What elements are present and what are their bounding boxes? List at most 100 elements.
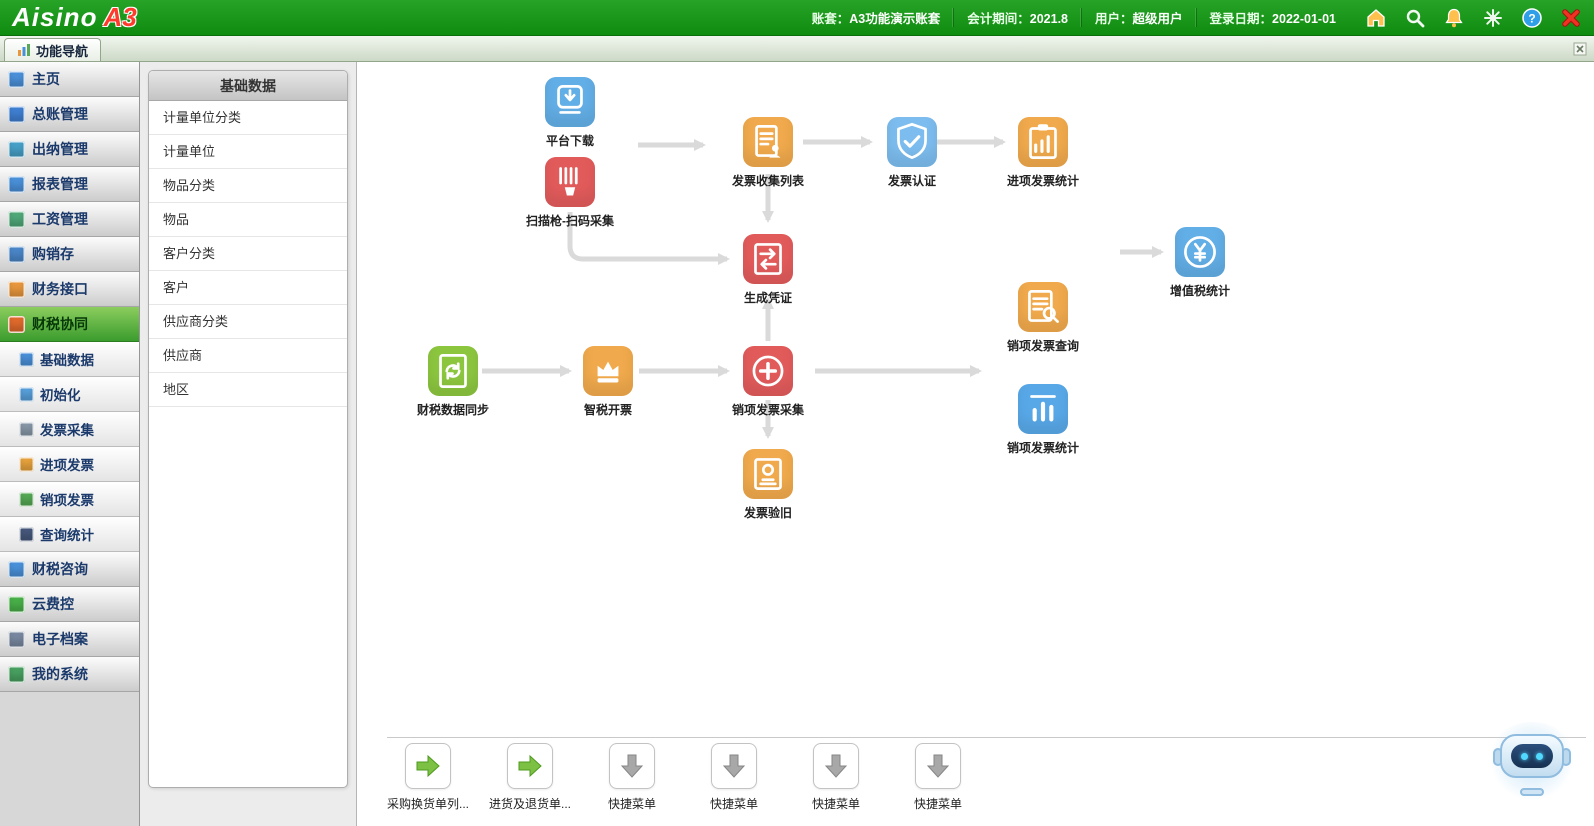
tax-collaboration-icon (8, 315, 25, 333)
panel-list: 计量单位分类计量单位物品分类物品客户分类客户供应商分类供应商地区 (149, 101, 347, 407)
robot-eye (1521, 752, 1528, 760)
sidebar-item-base-data[interactable]: 基础数据 (0, 342, 139, 377)
generate-voucher-icon (743, 234, 793, 284)
tax-consulting-icon (8, 560, 25, 578)
flow-node-label: 进项发票统计 (1006, 174, 1079, 188)
arrow-down-icon (915, 743, 961, 789)
flow-node-platform-download[interactable]: 平台下载 (510, 77, 630, 149)
flow-node-invoice-collect-list[interactable]: 发票收集列表 (708, 117, 828, 189)
shortcut-quick-menu-4[interactable]: 快捷菜单 (888, 743, 988, 812)
panel-box: 基础数据 计量单位分类计量单位物品分类物品客户分类客户供应商分类供应商地区 (148, 70, 348, 788)
invoice-collect-list-icon (743, 117, 793, 167)
flow-node-input-invoice-stats[interactable]: 进项发票统计 (983, 117, 1103, 189)
payroll-icon (8, 210, 25, 228)
panel-title: 基础数据 (149, 71, 347, 101)
info-value: 2022-01-01 (1272, 12, 1336, 26)
flow-node-output-invoice-query[interactable]: 销项发票查询 (983, 282, 1103, 354)
close-icon[interactable] (1558, 5, 1584, 31)
cashier-icon (8, 140, 25, 158)
flow-node-scan-gun-collect[interactable]: 扫描枪-扫码采集 (510, 157, 630, 229)
input-invoice-icon (19, 456, 34, 472)
shortcut-label: 快捷菜单 (811, 797, 860, 811)
my-system-icon (8, 665, 25, 683)
settings-gear-icon[interactable] (1480, 5, 1506, 31)
list-item[interactable]: 供应商分类 (149, 305, 347, 339)
sidebar-item-general-ledger[interactable]: 总账管理 (0, 97, 139, 132)
help-icon[interactable]: ? (1519, 5, 1545, 31)
tab-function-navigation[interactable]: 功能导航 (4, 38, 102, 61)
list-item[interactable]: 客户 (149, 271, 347, 305)
flow-node-label: 销项发票查询 (1006, 339, 1079, 353)
shortcut-purchase-and-return[interactable]: 进货及退货单... (480, 743, 580, 812)
flow-node-label: 生成凭证 (743, 291, 792, 305)
sidebar-item-label: 主页 (32, 71, 60, 87)
window-body: 主页总账管理出纳管理报表管理工资管理购销存财务接口财税协同基础数据初始化发票采集… (0, 62, 1594, 826)
info-label: 会计期间： (967, 12, 1030, 26)
info-label: 用户： (1095, 12, 1133, 26)
flow-node-fiscal-data-sync[interactable]: 财税数据同步 (393, 346, 513, 418)
arrow-down-icon (609, 743, 655, 789)
list-item[interactable]: 客户分类 (149, 237, 347, 271)
shortcut-label: 快捷菜单 (709, 797, 758, 811)
sidebar-item-payroll[interactable]: 工资管理 (0, 202, 139, 237)
flow-node-smart-tax-invoicing[interactable]: 智税开票 (548, 346, 668, 418)
scan-gun-collect-icon (545, 157, 595, 207)
flow-node-output-invoice-stats[interactable]: 销项发票统计 (983, 384, 1103, 456)
app-logo: Aisino A3 (12, 2, 137, 33)
tabstrip-close-icon[interactable] (1573, 42, 1587, 56)
sidebar-item-purchase-sale-stock[interactable]: 购销存 (0, 237, 139, 272)
sidebar-item-input-invoice[interactable]: 进项发票 (0, 447, 139, 482)
sidebar-item-e-archive[interactable]: 电子档案 (0, 622, 139, 657)
sidebar-item-home[interactable]: 主页 (0, 62, 139, 97)
list-item[interactable]: 地区 (149, 373, 347, 407)
header-info-item: 账套：A3功能演示账套 (799, 8, 954, 27)
base-data-icon (19, 351, 34, 367)
shortcut-purchase-exchange-list[interactable]: 采购换货单列... (378, 743, 478, 812)
flow-node-label: 销项发票采集 (731, 403, 804, 417)
flow-node-invoice-authentication[interactable]: 发票认证 (852, 117, 972, 189)
sidebar-item-cloud-expense[interactable]: 云费控 (0, 587, 139, 622)
shortcut-quick-menu-3[interactable]: 快捷菜单 (786, 743, 886, 812)
list-item[interactable]: 计量单位 (149, 135, 347, 169)
sidebar-item-report[interactable]: 报表管理 (0, 167, 139, 202)
sidebar-item-label: 电子档案 (32, 631, 88, 647)
home-icon[interactable] (1363, 5, 1389, 31)
flow-node-vat-stats[interactable]: 增值税统计 (1140, 227, 1260, 299)
header-icons: ? (1363, 5, 1584, 31)
sidebar-item-my-system[interactable]: 我的系统 (0, 657, 139, 692)
home-icon (8, 70, 25, 88)
bell-icon[interactable] (1441, 5, 1467, 31)
footer-divider (387, 737, 1586, 738)
fiscal-data-sync-icon (428, 346, 478, 396)
sidebar-item-initialization[interactable]: 初始化 (0, 377, 139, 412)
sidebar-item-query-statistics[interactable]: 查询统计 (0, 517, 139, 552)
flow-node-label: 智税开票 (583, 403, 632, 417)
output-invoice-stats-icon (1018, 384, 1068, 434)
shortcut-quick-menu-2[interactable]: 快捷菜单 (684, 743, 784, 812)
list-item[interactable]: 物品 (149, 203, 347, 237)
shortcut-quick-menu-1[interactable]: 快捷菜单 (582, 743, 682, 812)
sidebar-item-label: 云费控 (32, 596, 74, 612)
robot-mascot[interactable] (1486, 722, 1578, 804)
flow-node-invoice-verify-old[interactable]: 发票验旧 (708, 449, 828, 521)
sidebar-item-tax-consulting[interactable]: 财税咨询 (0, 552, 139, 587)
list-item[interactable]: 供应商 (149, 339, 347, 373)
e-archive-icon (8, 630, 25, 648)
sidebar-item-output-invoice[interactable]: 销项发票 (0, 482, 139, 517)
sidebar-item-tax-collaboration[interactable]: 财税协同 (0, 307, 139, 342)
sidebar: 主页总账管理出纳管理报表管理工资管理购销存财务接口财税协同基础数据初始化发票采集… (0, 62, 140, 826)
list-item[interactable]: 物品分类 (149, 169, 347, 203)
robot-visor (1511, 744, 1553, 768)
search-icon[interactable] (1402, 5, 1428, 31)
flow-node-output-invoice-collect[interactable]: 销项发票采集 (708, 346, 828, 418)
sidebar-item-finance-interface[interactable]: 财务接口 (0, 272, 139, 307)
flow-node-generate-voucher[interactable]: 生成凭证 (708, 234, 828, 306)
sidebar-item-cashier[interactable]: 出纳管理 (0, 132, 139, 167)
flow-node-label: 发票收集列表 (731, 174, 804, 188)
sidebar-item-invoice-collection[interactable]: 发票采集 (0, 412, 139, 447)
shortcut-label: 进货及退货单... (488, 797, 571, 811)
list-item[interactable]: 计量单位分类 (149, 101, 347, 135)
sidebar-item-label: 财务接口 (32, 281, 88, 297)
sidebar-item-label: 发票采集 (40, 423, 94, 438)
